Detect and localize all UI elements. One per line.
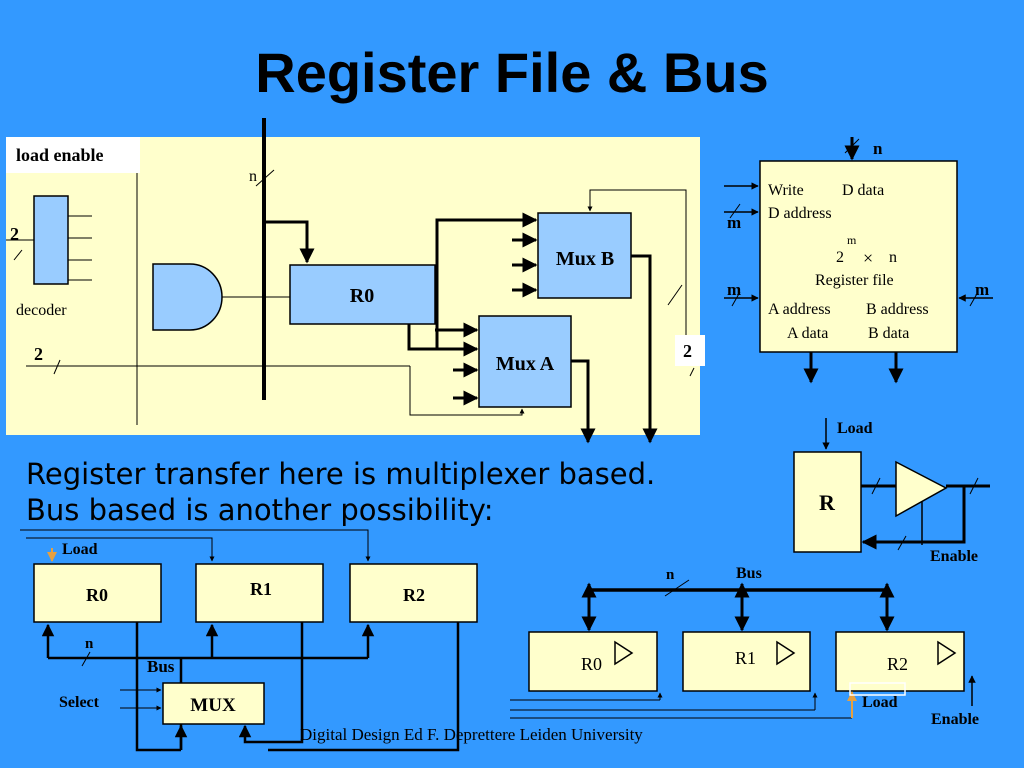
tristate-buffer-icon bbox=[895, 460, 948, 518]
tr-load: Load bbox=[837, 420, 873, 437]
mb-r0-label: R0 bbox=[86, 585, 108, 605]
register-file-block bbox=[759, 160, 958, 353]
tristate-bus-diagram: n Bus R0 R1 R2 Load Enable bbox=[510, 565, 979, 728]
tb-r0 bbox=[528, 631, 658, 692]
mux-b-label: Mux B bbox=[556, 248, 614, 270]
mux-b bbox=[537, 212, 632, 299]
mb-r2-label: R2 bbox=[403, 585, 425, 605]
rf-size-n: n bbox=[889, 249, 897, 266]
mb-r1-label: R1 bbox=[250, 579, 272, 599]
r0-register bbox=[289, 264, 436, 325]
rf-top-width: n bbox=[873, 139, 883, 158]
rf-d-data: D data bbox=[842, 182, 884, 199]
bus-width-label: n bbox=[249, 168, 257, 185]
rf-label: Register file bbox=[815, 272, 894, 289]
tb-load: Load bbox=[862, 694, 898, 711]
decoder-label: decoder bbox=[16, 302, 67, 319]
select-a-width: 2 bbox=[34, 344, 43, 364]
tb-r2-clock-icon bbox=[937, 640, 957, 666]
and-gate bbox=[152, 263, 223, 331]
rf-m-left: m bbox=[727, 213, 741, 232]
tr-register bbox=[793, 451, 862, 553]
slide-footer: Digital Design Ed F. Deprettere Leiden U… bbox=[300, 725, 643, 744]
tb-r2-label: R2 bbox=[887, 654, 908, 674]
rf-a-data: A data bbox=[787, 325, 828, 342]
tb-r0-label: R0 bbox=[581, 654, 602, 674]
subtitle-line-2: Bus based is another possibility: bbox=[26, 493, 494, 527]
decoder-input-width: 2 bbox=[10, 224, 19, 244]
register-file-diagram: n m Write D data D address 2 m × n Regis… bbox=[724, 137, 993, 384]
rf-d-address: D address bbox=[768, 205, 832, 222]
tb-n: n bbox=[666, 567, 675, 583]
mb-r1 bbox=[195, 563, 324, 623]
mb-n: n bbox=[85, 636, 94, 652]
tb-r0-clock-icon bbox=[614, 640, 634, 666]
tristate-register-diagram: Load R Enable bbox=[793, 418, 990, 565]
mb-r0 bbox=[33, 563, 162, 623]
mux-a bbox=[478, 315, 572, 408]
decoder-block bbox=[33, 195, 69, 285]
mb-r2 bbox=[349, 563, 478, 623]
mb-load: Load bbox=[62, 541, 98, 558]
tb-r1-label: R1 bbox=[735, 648, 756, 668]
slide-subtitle: Register transfer here is multiplexer ba… bbox=[26, 456, 655, 528]
mb-mux-label: MUX bbox=[190, 695, 236, 716]
rf-m-a: m bbox=[727, 280, 741, 299]
mb-mux bbox=[162, 682, 265, 725]
tb-enable: Enable bbox=[931, 711, 979, 728]
rf-size-exp: m bbox=[847, 233, 857, 247]
rf-a-address: A address bbox=[768, 301, 831, 318]
rf-b-address: B address bbox=[866, 301, 929, 318]
tb-bus: Bus bbox=[736, 565, 762, 582]
select-b-width: 2 bbox=[683, 341, 692, 361]
mux-a-label: Mux A bbox=[496, 353, 555, 375]
tr-r-label: R bbox=[819, 490, 836, 515]
load-enable-box bbox=[6, 137, 140, 173]
rf-size-base: 2 bbox=[836, 249, 844, 266]
mux-bus-diagram: Load R0 R1 R2 n Bus MUX Select bbox=[20, 529, 478, 752]
rf-b-data: B data bbox=[868, 325, 909, 342]
load-enable-label: load enable bbox=[16, 145, 104, 165]
rf-times: × bbox=[863, 248, 873, 268]
tb-r1-clock-icon bbox=[776, 640, 796, 666]
rf-m-b: m bbox=[975, 280, 989, 299]
mb-bus: Bus bbox=[147, 657, 175, 676]
mux-based-diagram: load enable 2 decoder n R0 Mux B bbox=[6, 118, 705, 444]
mb-select: Select bbox=[59, 694, 100, 711]
tr-enable: Enable bbox=[930, 548, 978, 565]
tb-r1 bbox=[682, 631, 811, 692]
rf-write: Write bbox=[768, 182, 804, 199]
subtitle-line-1: Register transfer here is multiplexer ba… bbox=[26, 457, 656, 491]
r0-label: R0 bbox=[350, 285, 374, 307]
slide-title: Register File & Bus bbox=[255, 41, 769, 104]
